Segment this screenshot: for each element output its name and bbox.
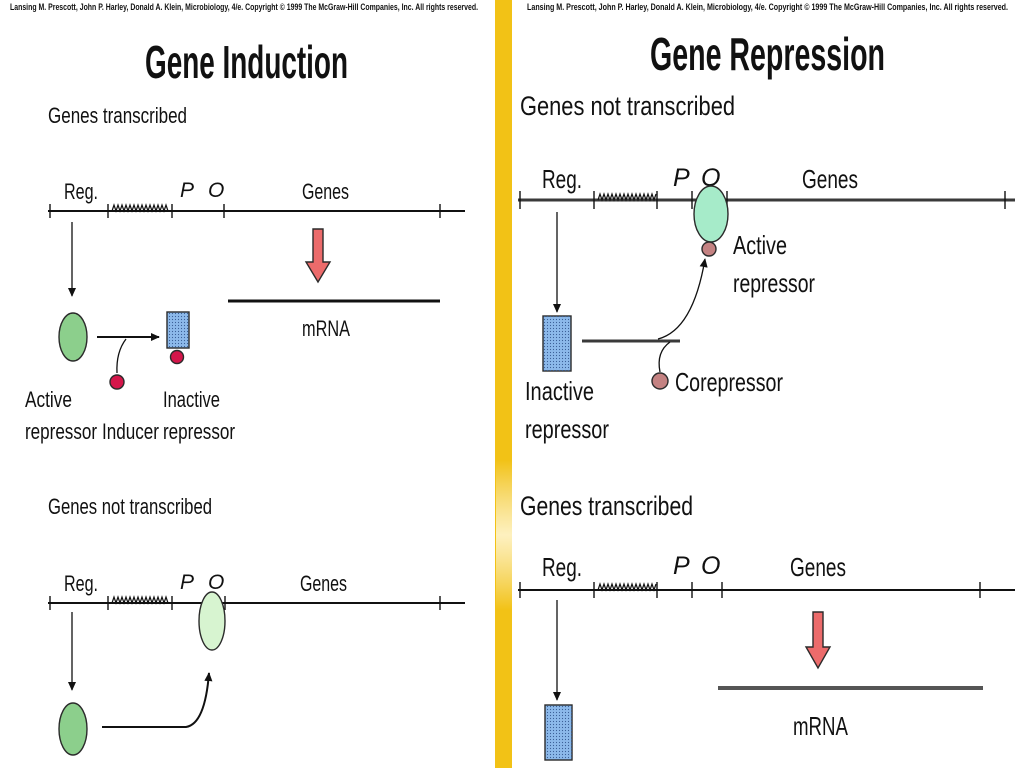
condition-heading: Genes not transcribed (520, 91, 735, 121)
inducer-label: Inducer (102, 419, 159, 444)
inactive-repressor-label-line1: Inactive (525, 376, 594, 406)
repression-not-transcribed-diagram: Genes not transcribed Reg. P O Genes Act… (518, 91, 1015, 444)
spacer-dna-zigzag (597, 192, 657, 202)
active-repressor-label-line1: Active (733, 230, 787, 260)
spacer-dna-zigzag (597, 582, 657, 592)
mrna-label: mRNA (302, 316, 350, 341)
slide-background-stripe (495, 0, 512, 768)
corepressor-binding-curve (658, 341, 671, 373)
inactive-repressor-stipple (167, 312, 189, 348)
inactive-repressor-stipple (543, 316, 571, 371)
activation-arrow (657, 258, 708, 340)
structural-genes-label: Genes (302, 179, 349, 204)
region-boundary-ticks (49, 204, 441, 218)
spacer-dna-zigzag (111, 203, 169, 213)
inactive-repressor-label-line1: Inactive (163, 387, 220, 412)
panel-title: Gene Repression (650, 28, 885, 80)
structural-genes-label: Genes (300, 571, 347, 596)
regulatory-gene-label: Reg. (64, 571, 98, 596)
region-boundary-ticks (519, 582, 981, 598)
promoter-label: P (673, 552, 690, 580)
region-boundary-ticks (49, 596, 441, 610)
condition-heading: Genes transcribed (520, 491, 693, 521)
repressor-binding-arrow (102, 672, 213, 728)
slide-background-highlight (496, 460, 512, 610)
active-repressor-label-line1: Active (25, 387, 72, 412)
active-repressor-shape (693, 185, 729, 243)
induction-transcribed-diagram: Genes transcribed Reg. P O Genes mRNA (25, 103, 465, 444)
copyright-notice: Lansing M. Prescott, John P. Harley, Don… (10, 2, 478, 12)
inactive-repressor-label-line2: repressor (525, 414, 609, 444)
regulatory-gene-label: Reg. (542, 164, 582, 194)
operator-label: O (208, 571, 224, 594)
copyright-notice: Lansing M. Prescott, John P. Harley, Don… (527, 2, 1008, 12)
promoter-label: P (180, 179, 194, 202)
inactive-repressor-label-line2: repressor (163, 419, 235, 444)
active-repressor-shape (58, 702, 88, 756)
spacer-dna-zigzag (111, 595, 169, 605)
induction-not-transcribed-diagram: Genes not transcribed Reg. P O Genes (48, 494, 465, 756)
inactive-repressor-stipple (545, 705, 572, 760)
active-repressor-label-line2: repressor (733, 268, 815, 298)
transcription-arrow (304, 228, 332, 284)
promoter-label: P (180, 571, 194, 594)
gene-induction-panel: Lansing M. Prescott, John P. Harley, Don… (10, 2, 478, 756)
structural-genes-label: Genes (802, 164, 858, 194)
gene-repression-panel: Lansing M. Prescott, John P. Harley, Don… (518, 2, 1015, 761)
inducer-shape (109, 374, 125, 390)
condition-heading: Genes not transcribed (48, 494, 212, 519)
operator-label: O (208, 179, 224, 202)
mrna-label: mRNA (793, 711, 848, 741)
active-repressor-label-line2: repressor (25, 419, 97, 444)
regulatory-gene-label: Reg. (64, 179, 98, 204)
bound-corepressor-shape (701, 241, 717, 257)
operator-label: O (701, 552, 720, 580)
repression-transcribed-diagram: Genes transcribed Reg. P O Genes mRNA (518, 491, 1015, 761)
operator-label: O (701, 164, 720, 192)
bound-inducer-shape (169, 349, 185, 365)
structural-genes-label: Genes (790, 552, 846, 582)
promoter-label: P (673, 164, 690, 192)
operator-bound-repressor-shape (198, 591, 226, 651)
transcription-arrow (804, 611, 832, 670)
panel-title: Gene Induction (145, 36, 348, 88)
regulatory-gene-label: Reg. (542, 552, 582, 582)
active-repressor-shape (58, 312, 88, 362)
corepressor-label: Corepressor (675, 367, 783, 397)
condition-heading: Genes transcribed (48, 103, 187, 128)
corepressor-shape (651, 372, 669, 390)
inducer-binding-curve (116, 338, 127, 374)
